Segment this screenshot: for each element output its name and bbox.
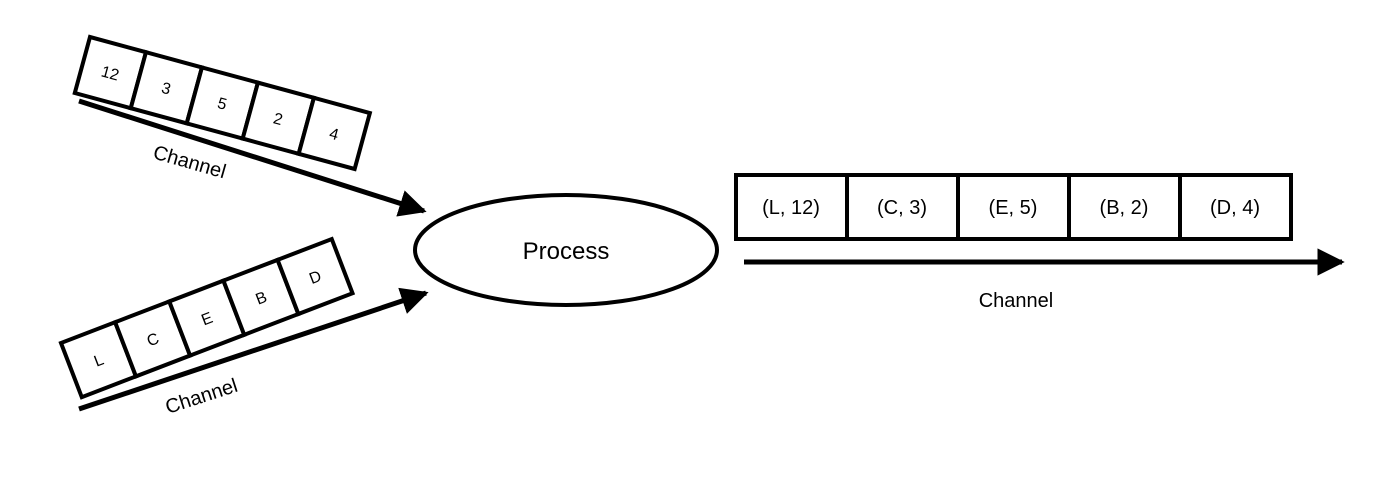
queue-item: D [307,268,324,288]
channel-a-queue: 12 3 5 2 4 [72,34,373,172]
queue-cell: 5 [184,64,261,142]
queue-cell: (L, 12) [734,173,849,241]
queue-cell: B [220,257,301,338]
process-label: Process [523,238,610,265]
queue-item: 2 [271,110,284,129]
channel-b-label: Channel [163,375,241,419]
queue-item: 3 [159,80,172,99]
input-channel-a: 12 3 5 2 4 Channel [72,34,427,217]
queue-cell: (B, 2) [1067,173,1182,241]
queue-cell: D [275,236,356,317]
queue-item: 4 [327,125,340,144]
process-ellipse [413,193,719,307]
output-channel: (L, 12) (C, 3) (E, 5) (B, 2) (D, 4) Chan… [734,173,1345,312]
queue-item: C [145,330,162,350]
queue-cell: E [166,278,247,359]
output-queue: (L, 12) (C, 3) (E, 5) (B, 2) (D, 4) [734,173,1293,241]
output-channel-label: Channel [979,290,1054,312]
queue-item: 12 [99,64,121,85]
channel-a-arrow [78,98,427,217]
queue-item: (C, 3) [877,197,927,219]
input-channel-b: L C E B D Channel [58,236,429,419]
queue-item: (E, 5) [989,197,1038,219]
queue-item: (D, 4) [1210,197,1260,219]
queue-cell: (D, 4) [1178,173,1293,241]
queue-item: 5 [215,95,228,114]
queue-cell: (E, 5) [956,173,1071,241]
channel-b-queue: L C E B D [58,236,356,400]
channel-b-arrow [78,287,429,412]
channel-a-label: Channel [151,142,229,184]
queue-item: (B, 2) [1100,197,1149,219]
queue-cell: 4 [296,95,373,172]
process-node: Process [413,193,719,307]
queue-item: (L, 12) [762,197,820,219]
queue-cell: (C, 3) [845,173,960,241]
